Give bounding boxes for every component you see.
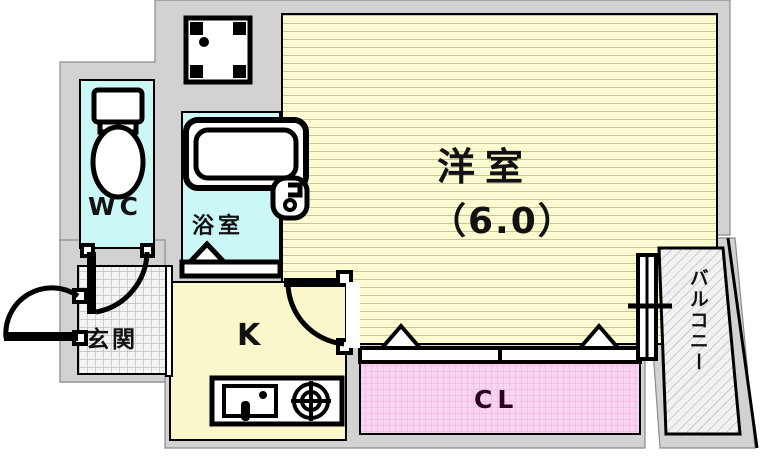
bathroom-door[interactable] bbox=[179, 240, 283, 279]
kitchen-door[interactable] bbox=[284, 270, 353, 355]
washing-machine-pan bbox=[183, 15, 253, 85]
bathtub-icon bbox=[183, 117, 309, 191]
label-wc: WC bbox=[88, 192, 142, 221]
room-balcony bbox=[657, 237, 759, 449]
label-closet: CL bbox=[474, 385, 519, 414]
bath-faucet-icon bbox=[270, 175, 310, 221]
wall-jambs bbox=[165, 265, 360, 377]
stove-burner-icon bbox=[291, 381, 331, 421]
label-main-room-size: （6.0） bbox=[430, 201, 576, 242]
entrance-door[interactable] bbox=[3, 285, 88, 346]
label-balcony: バルコニー bbox=[686, 268, 709, 373]
balcony-sliding-window[interactable] bbox=[628, 253, 672, 361]
label-kitchen: K bbox=[237, 318, 261, 353]
kitchen-sink-icon bbox=[222, 384, 278, 421]
label-bathroom: 浴室 bbox=[192, 214, 245, 239]
toilet-icon bbox=[90, 87, 146, 200]
kitchen-counter bbox=[209, 375, 345, 427]
wc-door[interactable] bbox=[80, 243, 155, 315]
label-entrance: 玄関 bbox=[86, 327, 138, 353]
label-main-room: 洋室 bbox=[437, 145, 534, 189]
